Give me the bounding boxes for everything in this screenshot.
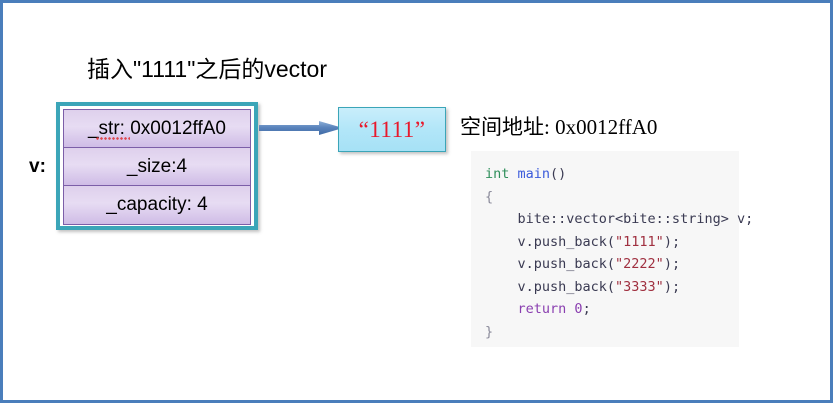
code-line: return 0; (485, 298, 739, 321)
code-token: 0 (574, 301, 583, 317)
code-token: "2222" (615, 256, 664, 272)
string-value-box: “1111” (338, 107, 446, 152)
page-title: 插入"1111"之后的vector (87, 56, 328, 82)
right-arrow-icon (259, 121, 343, 135)
code-token: ); (663, 256, 681, 272)
vector-variable-label: v: (29, 156, 46, 177)
code-token: v.push_back( (485, 278, 616, 295)
code-token: ); (663, 278, 681, 295)
code-token: } (485, 323, 494, 340)
string-value-label: “1111” (358, 116, 426, 142)
code-line: v.push_back("1111"); (485, 231, 739, 254)
capacity-field-label: _capacity: 4 (106, 194, 208, 215)
code-token: v.push_back( (485, 256, 616, 272)
code-token: bite::vector<bite::string> v; (485, 211, 754, 227)
code-token: v.push_back( (485, 233, 616, 250)
code-token: ); (663, 233, 681, 250)
code-token: int (485, 166, 518, 182)
vector-struct-box: _str: 0x0012ffA0 _size:4 _capacity: 4 (56, 102, 258, 230)
code-snippet: int main(){ bite::vector<bite::string> v… (471, 151, 754, 347)
code-line: bite::vector<bite::string> v; (485, 208, 754, 231)
code-token: "3333" (615, 278, 664, 295)
str-field-row: _str: 0x0012ffA0 (63, 109, 251, 148)
code-token: return (517, 301, 575, 317)
code-line: int main() (485, 163, 739, 186)
code-line: v.push_back("3333"); (485, 276, 739, 299)
code-line: { (485, 186, 739, 209)
code-token (485, 301, 518, 317)
code-token: "1111" (615, 233, 664, 250)
size-field-label: _size:4 (126, 155, 188, 177)
code-token: main (517, 166, 551, 182)
str-field-label: _str: 0x0012ffA0 (87, 117, 227, 139)
code-line: } (485, 321, 739, 344)
code-line: v.push_back("2222"); (485, 253, 739, 276)
code-token: ; (582, 301, 591, 317)
code-token: { (485, 188, 494, 205)
size-field-row: _size:4 (63, 148, 251, 186)
code-token: () (550, 166, 567, 182)
capacity-field-row: _capacity: 4 (63, 186, 251, 225)
address-annotation: 空间地址: 0x0012ffA0 (460, 115, 658, 139)
